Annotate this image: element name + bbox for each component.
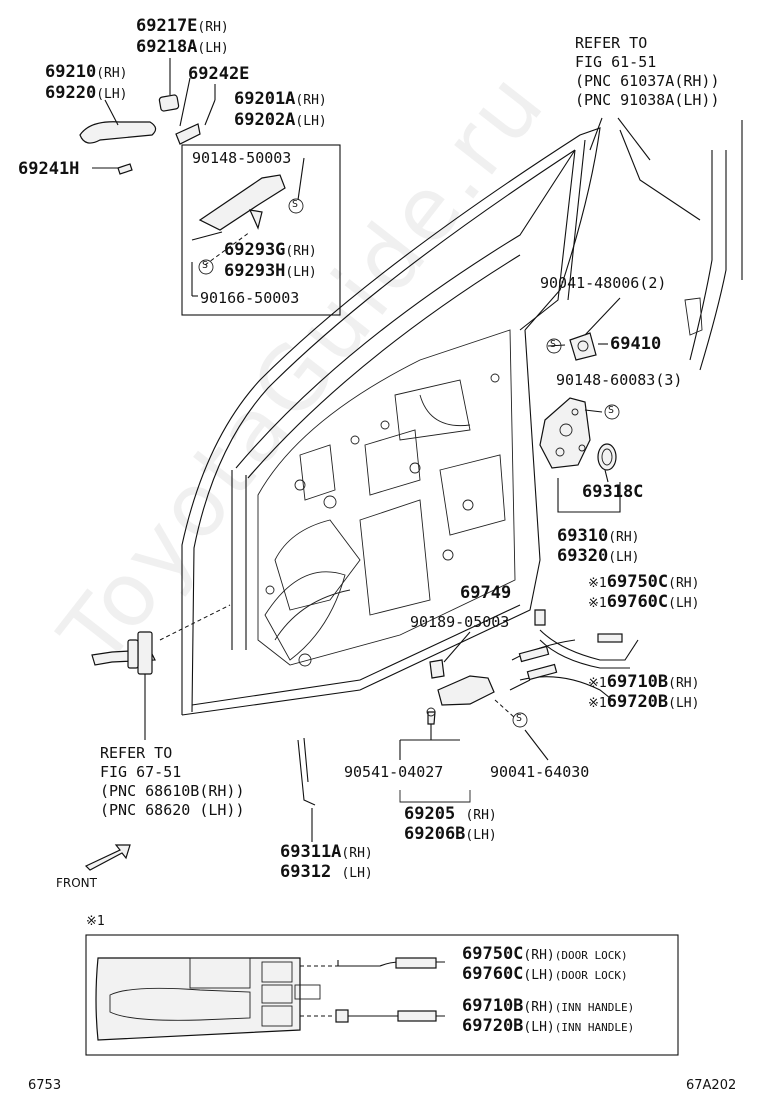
label-69202a: 69202A(LH) [234,110,327,130]
s-mark-5: S [516,713,523,724]
label-69217e: 69217E(RH) [136,16,229,36]
label-69749: 69749 [460,583,512,603]
footer-left-code: 6753 [28,1078,62,1093]
label-69312: 69312 (LH) [280,862,373,882]
label-69311a: 69311A(RH) [280,842,373,862]
label-69241h: 69241H [18,159,80,179]
s-marks [198,198,620,728]
label-90189-05003: 90189-05003 [410,613,510,631]
label-69310: 69310(RH) [557,526,640,546]
label-90166-50003: 90166-50003 [200,289,300,307]
label-69242e: 69242E [188,64,250,84]
label-69293g: 69293G(RH) [224,240,317,260]
label-90148-50003: 90148-50003 [192,149,292,167]
inset-row-69750c: 69750C(RH)(DOOR LOCK) [462,944,628,964]
inset-note-mark: ※1 [86,914,105,929]
label-69760c: ※169760C(LH) [588,592,700,612]
inset-drawing [85,934,679,1056]
label-69320: 69320(LH) [557,546,640,566]
label-90041-48006: 90041-48006(2) [540,274,667,292]
label-69410: 69410 [610,334,662,354]
s-mark-1: S [292,199,299,210]
inset-row-69720b: 69720B(LH)(INN HANDLE) [462,1016,635,1036]
outside-handle-parts [79,58,216,175]
label-69750c: ※169750C(RH) [588,572,700,592]
label-69318c: 69318C [582,482,644,502]
label-90041-64030: 90041-64030 [490,763,590,781]
door-frame [181,127,601,716]
front-label: FRONT [56,876,97,890]
label-69293h: 69293H(LH) [224,261,317,281]
inside-handle-group [297,609,639,842]
label-69201a: 69201A(RH) [234,89,327,109]
inset-row-69710b: 69710B(RH)(INN HANDLE) [462,996,635,1016]
s-mark-4: S [608,405,615,416]
window-frame [589,117,743,371]
label-69205: 69205 (RH) [404,804,497,824]
front-arrow [84,844,131,871]
door-check [91,604,231,740]
label-90148-60083: 90148-60083(3) [556,371,683,389]
s-mark-3: S [550,339,557,350]
label-69218a: 69218A(LH) [136,37,229,57]
label-69210: 69210(RH) [45,62,128,82]
lock-assembly [539,297,621,513]
s-mark-2: S [202,260,209,271]
label-90541-04027: 90541-04027 [344,763,444,781]
inset-row-69760c: 69760C(LH)(DOOR LOCK) [462,964,628,984]
label-69710b: ※169710B(RH) [588,672,700,692]
label-69720b: ※169720B(LH) [588,692,700,712]
label-69206b: 69206B(LH) [404,824,497,844]
inner-frame-box [181,144,341,316]
footer-right-code: 67A202 [686,1078,737,1093]
label-69220: 69220(LH) [45,83,128,103]
